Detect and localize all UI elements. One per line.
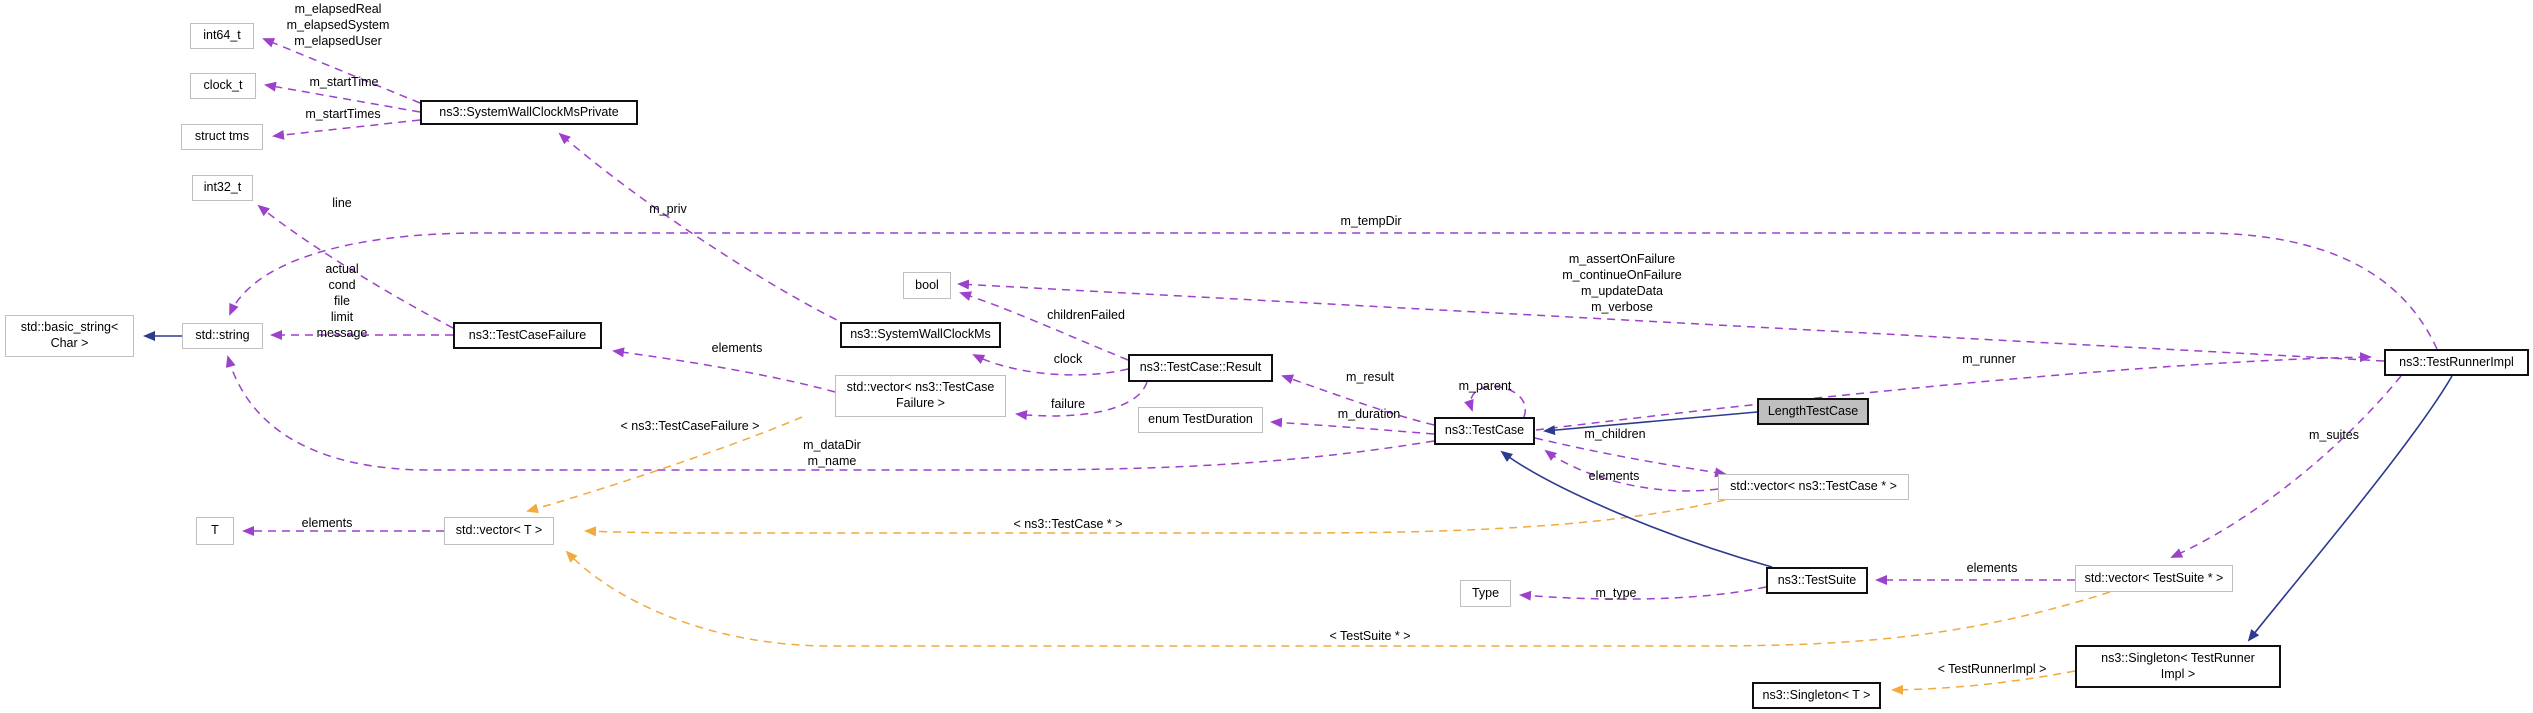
class-box-int64-t[interactable]: int64_t [190, 23, 254, 49]
edge-label-elements-t: elements [301, 516, 353, 530]
class-box-vector-testsuite-ptr[interactable]: std::vector< TestSuite * > [2075, 565, 2233, 592]
edge-label-m-type: m_type [1595, 586, 1637, 600]
class-box-singleton-testrunnerimpl[interactable]: ns3::Singleton< TestRunner Impl > [2075, 645, 2281, 688]
edge-label-m-starttime: m_startTime [309, 75, 379, 89]
edge-label-m-starttimes: m_startTimes [305, 107, 381, 121]
edge-label-m-runner: m_runner [1962, 352, 2016, 366]
edge-template-testsuite-ptr [565, 550, 2111, 647]
edge-usage-m-runner [1535, 352, 2372, 431]
class-box-bool[interactable]: bool [903, 272, 951, 299]
edge-label-failure-fields: actual cond file limit message [316, 262, 368, 340]
class-box-vector-testcase-ptr[interactable]: std::vector< ns3::TestCase * > [1718, 474, 1909, 500]
edge-label-m-children: m_children [1584, 427, 1646, 441]
class-box-testcase[interactable]: ns3::TestCase [1434, 417, 1535, 445]
class-box-testsuite[interactable]: ns3::TestSuite [1766, 567, 1868, 594]
edge-usage-m-duration [1270, 417, 1435, 435]
edge-usage-m-type [1519, 586, 1767, 601]
class-box-vector-testcasefailure[interactable]: std::vector< ns3::TestCase Failure > [835, 375, 1006, 417]
edge-label-m-priv: m_priv [649, 202, 687, 216]
edge-usage-clock [972, 354, 1129, 376]
edge-label-childrenfailed: childrenFailed [1047, 308, 1125, 322]
class-box-singleton-t[interactable]: ns3::Singleton< T > [1752, 682, 1881, 709]
edge-usage-m-priv [558, 132, 850, 327]
edge-usage-m-suites [2170, 375, 2402, 558]
edge-usage-m-startTimes [272, 119, 421, 140]
edge-label-elements-children: elements [1588, 469, 1640, 483]
class-box-testcasefailure[interactable]: ns3::TestCaseFailure [453, 322, 602, 349]
class-box-lengthtestcase: LengthTestCase [1757, 398, 1869, 425]
edge-usage-m-result [1281, 374, 1435, 426]
edge-label-template-testsuite-ptr: < TestSuite * > [1329, 629, 1411, 643]
edge-label-elapsed: m_elapsedReal m_elapsedSystem m_elapsedU… [286, 2, 390, 48]
class-box-enum-testduration[interactable]: enum TestDuration [1138, 407, 1263, 433]
edge-usage-m-tempDir [229, 232, 2438, 350]
edge-usage-elements-children [1544, 449, 1719, 492]
class-box-std-string[interactable]: std::string [182, 323, 263, 349]
edge-usage-m-parent [1464, 385, 1527, 418]
edge-label-template-testcase-ptr: < ns3::TestCase * > [1013, 517, 1123, 531]
class-box-int32-t[interactable]: int32_t [192, 175, 253, 201]
class-box-struct-tms[interactable]: struct tms [181, 124, 263, 150]
edge-label-elements-suites: elements [1966, 561, 2018, 575]
edge-usage-childrenFailed [959, 291, 1129, 361]
edge-label-m-tempdir: m_tempDir [1340, 214, 1402, 228]
edge-label-m-parent: m_parent [1458, 379, 1512, 393]
class-box-t[interactable]: T [196, 517, 234, 545]
edge-label-m-duration: m_duration [1337, 407, 1401, 421]
edge-label-elements-failures: elements [711, 341, 763, 355]
edge-template-testcasefailure [526, 416, 803, 514]
edge-inherit-lengthtestcase [1543, 411, 1758, 436]
edge-label-failure: failure [1050, 397, 1086, 411]
edge-label-m-result: m_result [1346, 370, 1394, 384]
edge-label-bool-fields: m_assertOnFailure m_continueOnFailure m_… [1562, 252, 1682, 314]
edge-usage-m-elapsed [262, 38, 421, 104]
class-box-systemwallclockmsprivate[interactable]: ns3::SystemWallClockMsPrivate [420, 100, 638, 125]
edge-usage-m-startTime [264, 81, 421, 113]
edge-usage-line [257, 204, 454, 329]
class-box-testcase-result[interactable]: ns3::TestCase::Result [1128, 354, 1273, 382]
edge-label-clock: clock [1053, 352, 1083, 366]
edge-usage-m-dataDir [225, 355, 1435, 471]
class-box-basic-string[interactable]: std::basic_string< Char > [5, 315, 134, 357]
class-box-vector-t[interactable]: std::vector< T > [444, 517, 554, 545]
edge-inherit-testrunnerimpl [2247, 375, 2453, 642]
edge-usage-m-children [1534, 437, 1727, 478]
edge-usage-elements-failures [612, 347, 836, 393]
class-box-systemwallclockms[interactable]: ns3::SystemWallClockMs [840, 322, 1001, 348]
class-box-clock-t[interactable]: clock_t [190, 73, 256, 99]
edge-usage-failure [1015, 381, 1148, 421]
class-box-type[interactable]: Type [1460, 580, 1511, 607]
edge-template-testcase-ptr [584, 499, 1726, 537]
edge-label-m-suites: m_suites [2308, 428, 2360, 442]
edge-inherit-testsuite [1500, 450, 1773, 568]
edge-label-m-datadir-m-name: m_dataDir m_name [803, 438, 861, 468]
edge-label-line: line [332, 196, 352, 210]
edge-label-template-testcasefailure: < ns3::TestCaseFailure > [620, 419, 760, 433]
edge-label-template-testrunnerimpl: < TestRunnerImpl > [1937, 662, 2047, 676]
class-box-testrunnerimpl[interactable]: ns3::TestRunnerImpl [2384, 349, 2529, 376]
